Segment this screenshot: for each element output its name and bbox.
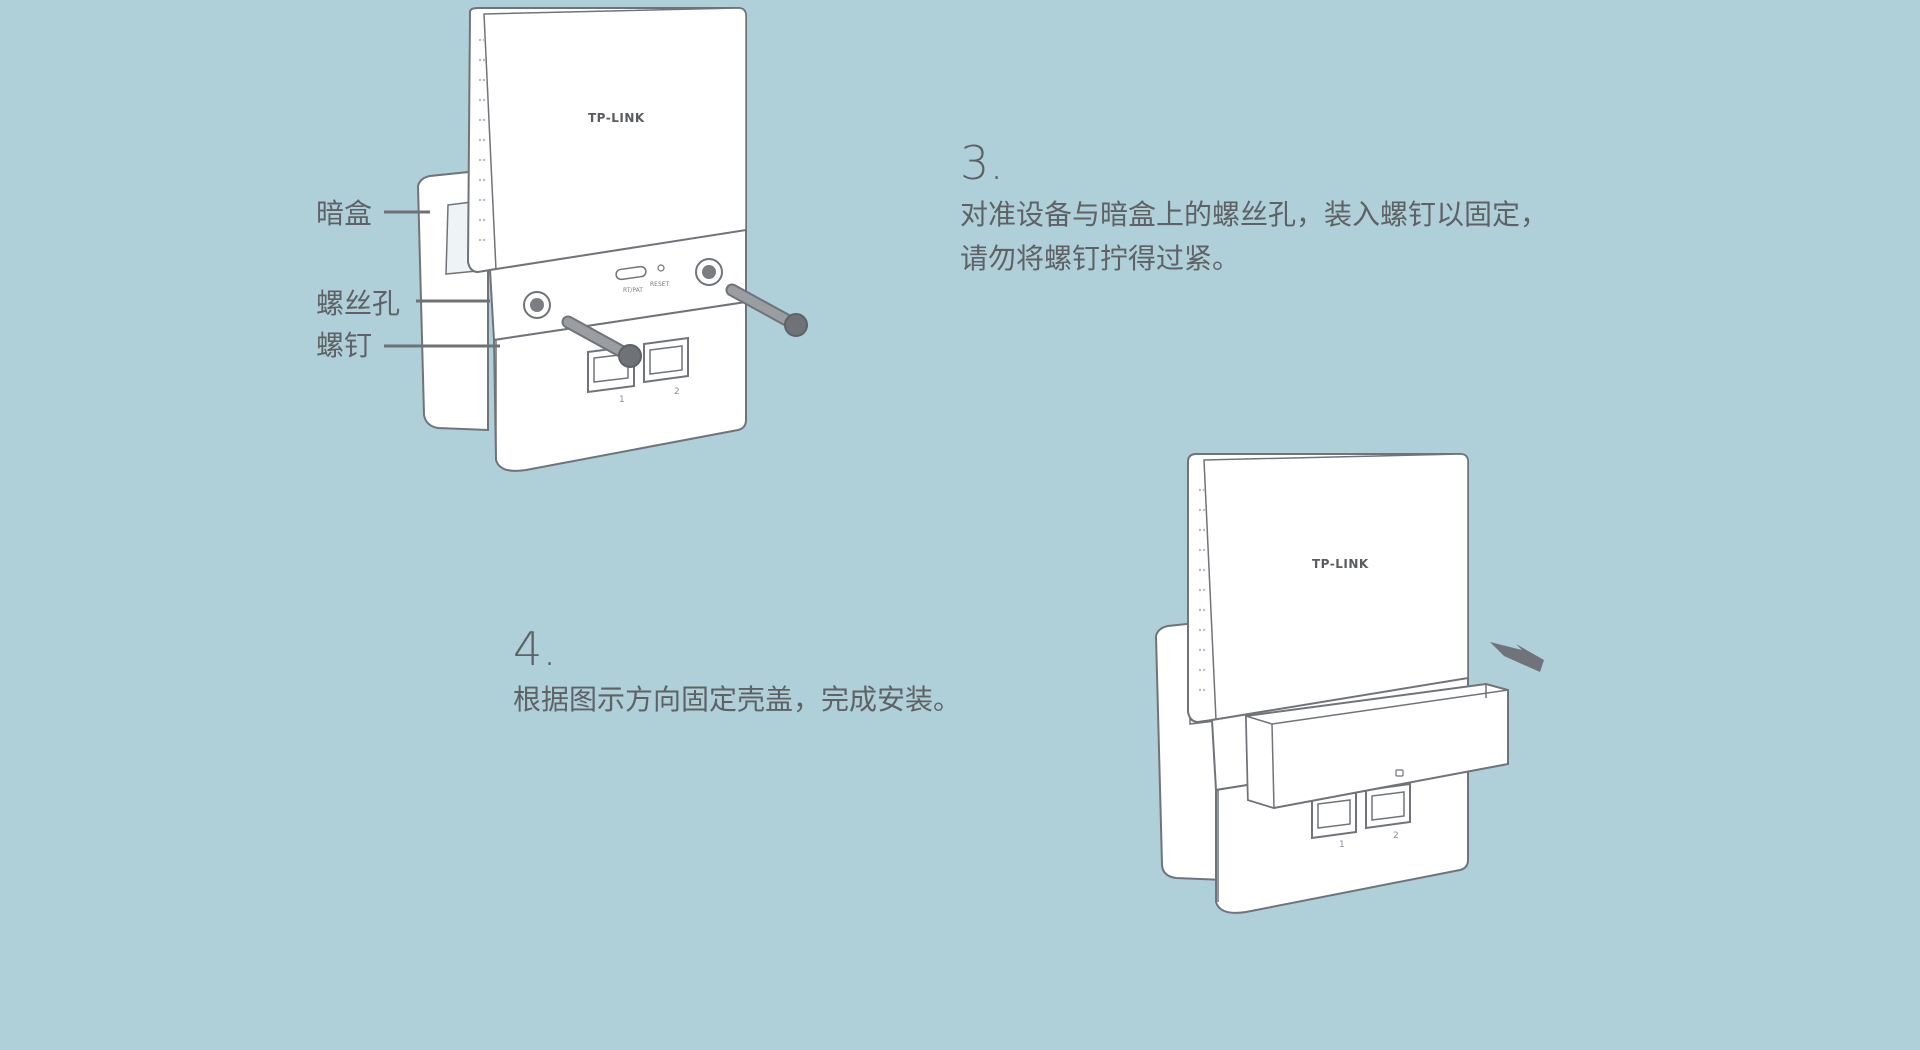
label-screw: 螺钉 [316, 329, 373, 362]
label-screw-hole: 螺丝孔 [316, 287, 401, 320]
step3-line2: 请勿将螺钉拧得过紧。 [960, 242, 1241, 275]
port1-label-step4: 1 [1339, 840, 1345, 850]
step4-line1: 根据图示方向固定壳盖，完成安装。 [513, 683, 962, 716]
brand-label-step4: TP-LINK [1312, 557, 1369, 571]
label-box: 暗盒 [316, 197, 373, 230]
reset-label: RESET [650, 281, 670, 288]
step3-number: 3. [960, 136, 1004, 190]
button-label: RT/PAT [623, 287, 643, 294]
brand-label-step3: TP-LINK [588, 111, 645, 125]
port2-label: 2 [674, 387, 680, 397]
step4-number: 4. [513, 622, 557, 676]
step3-line1: 对准设备与暗盒上的螺丝孔，装入螺钉以固定， [960, 198, 1549, 231]
port2-label-step4: 2 [1393, 831, 1399, 841]
port1-label: 1 [619, 395, 625, 405]
